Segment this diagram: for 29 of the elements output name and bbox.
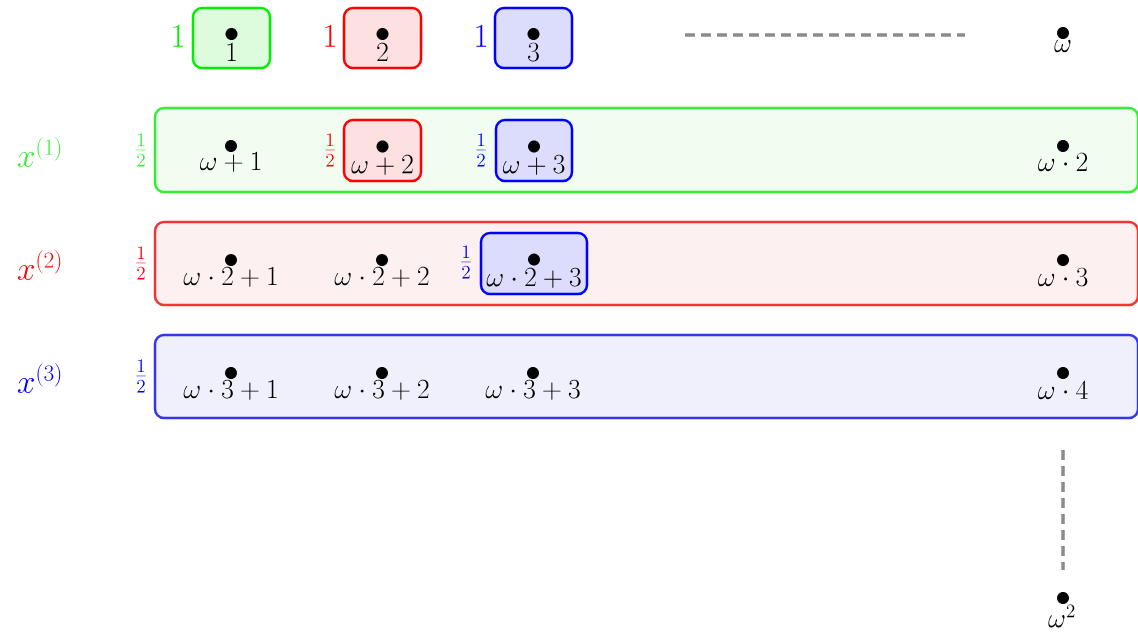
row-label: $x^{(3)}$: [17, 363, 61, 393]
ordinal-label: $\omega\cdot 3+2$: [334, 379, 429, 400]
ordinal-box: $3$: [493, 6, 574, 70]
weight-fraction: $\frac{1}{2}$: [476, 133, 486, 167]
ordinal-box: $2$: [342, 6, 423, 70]
ordinal-box: $1$: [191, 6, 272, 70]
row-label: $x^{(2)}$: [17, 250, 61, 280]
weight-label: $1$: [173, 24, 184, 47]
weight-fraction: $\frac{1}{2}$: [136, 133, 146, 167]
ordinal-label: $\omega\cdot 2+1$: [183, 266, 277, 287]
ordinal-box: $\omega+2$: [342, 118, 423, 183]
weight-label: $1$: [325, 24, 336, 47]
ordinal-label: $\omega\cdot 2+2$: [334, 266, 429, 287]
ordinal-label: $\omega\cdot 4$: [1038, 380, 1088, 400]
ordinal-box: $\omega\cdot 2+3$: [479, 231, 589, 296]
ordinal-label: $\omega^2$: [1048, 604, 1075, 628]
ordinal-label: $\omega$: [1054, 39, 1071, 53]
weight-fraction: $\frac{1}{2}$: [136, 359, 146, 393]
ordinal-label: $\omega\cdot 3+1$: [183, 379, 277, 400]
weight-fraction: $\frac{1}{2}$: [136, 246, 146, 280]
ordinal-box: $\omega+3$: [494, 118, 574, 183]
ordinal-label: $\omega\cdot 3+3$: [485, 379, 580, 400]
weight-fraction: $\frac{1}{2}$: [325, 133, 335, 167]
row-label: $x^{(1)}$: [17, 137, 61, 167]
ordinal-label: $\omega\cdot 2$: [1038, 152, 1088, 172]
ordinal-label: $\omega+1$: [199, 151, 261, 172]
ordinal-label: $\omega\cdot 3$: [1038, 267, 1088, 287]
weight-label: $1$: [476, 24, 487, 47]
weight-fraction: $\frac{1}{2}$: [461, 245, 471, 279]
